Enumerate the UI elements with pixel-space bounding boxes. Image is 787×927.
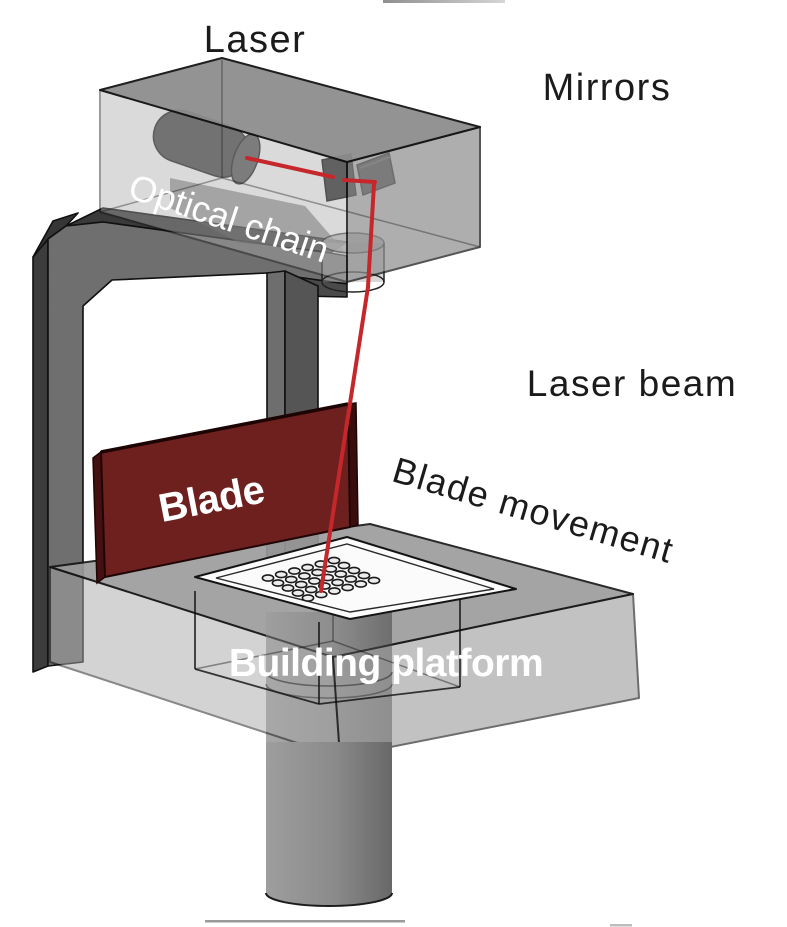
bottom-right-mark (610, 924, 632, 927)
printed-part (327, 587, 341, 595)
printed-part (327, 556, 341, 565)
printed-part (341, 583, 354, 592)
label-mirrors: Mirrors (543, 67, 672, 109)
printed-part (301, 563, 314, 572)
label-laser: Laser (204, 19, 307, 61)
build-piston-lower (266, 742, 392, 906)
base-assembly (49, 523, 640, 907)
printed-part (337, 561, 351, 570)
frame-corner-chamfer (32, 212, 79, 258)
printed-part (304, 585, 318, 594)
printed-part (281, 584, 295, 592)
printed-part (284, 575, 298, 584)
printed-part (354, 580, 368, 588)
build-box-wireframe (194, 588, 461, 705)
laser-housing (99, 57, 481, 283)
housing-hidden-edge-bottom-left (99, 177, 223, 213)
printed-part (271, 579, 285, 587)
piston-bottom-edge (265, 892, 393, 907)
printed-part (274, 570, 288, 579)
printed-part (347, 566, 361, 575)
housing-hidden-edge-bottom-right (221, 177, 481, 248)
printed-part (261, 574, 275, 582)
top-edge-line (383, 0, 505, 3)
printed-part (291, 589, 305, 597)
printed-part (307, 577, 321, 585)
printed-part (294, 580, 308, 589)
piston-collar-arc-2 (265, 683, 393, 699)
base-slab-right-face (332, 593, 640, 758)
beam-lens-to-platform (319, 285, 370, 593)
housing-top-face (99, 57, 481, 163)
beam-mirror2-to-lens (366, 182, 376, 289)
beam-laser-to-mirror1 (245, 156, 335, 179)
printed-part (301, 594, 315, 602)
printed-part (357, 571, 371, 580)
printed-part (287, 567, 301, 575)
frame-left-column-dark-face (32, 238, 49, 673)
printed-part (367, 576, 381, 585)
label-laser-beam: Laser beam (527, 363, 737, 404)
printed-part (334, 570, 348, 578)
piston-collar-arc-1 (265, 671, 393, 687)
recoater-blade (92, 402, 359, 585)
label-building-platform: Building platform (229, 642, 543, 685)
laser-beam-path-upper (245, 156, 377, 289)
housing-inner-shadow (170, 178, 345, 252)
beam-mirror1-to-mirror2 (342, 178, 377, 184)
bottom-edge-line (205, 920, 405, 923)
blade-top-edge (100, 402, 349, 454)
printed-part (344, 575, 358, 583)
printed-part (331, 578, 344, 587)
printed-part (297, 572, 311, 580)
printed-part (324, 565, 338, 573)
